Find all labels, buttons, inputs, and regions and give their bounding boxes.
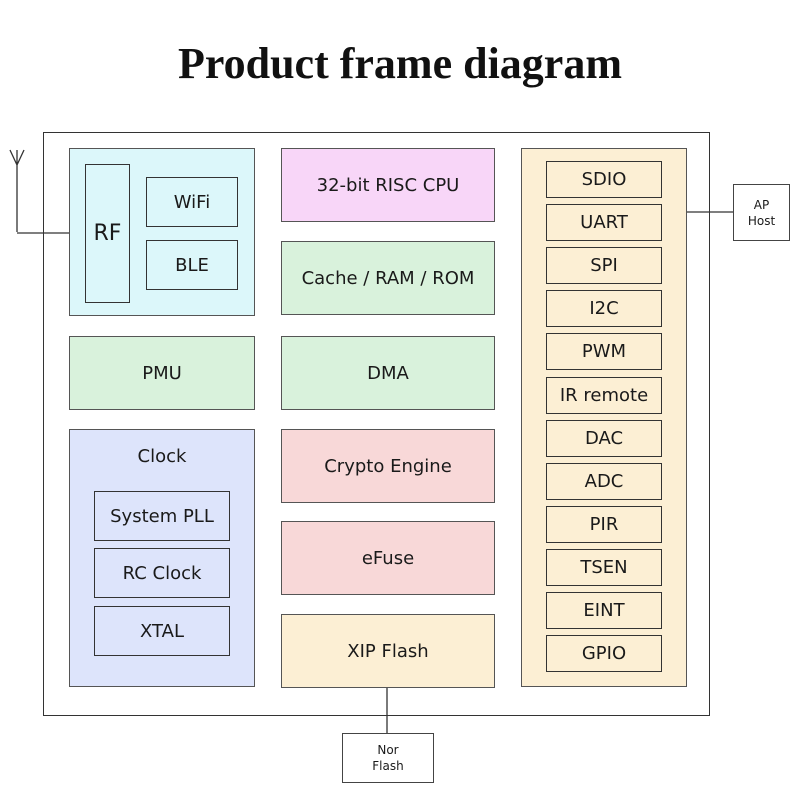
crypto-engine-block: Crypto Engine	[281, 429, 495, 503]
memory-block: Cache / RAM / ROM	[281, 241, 495, 315]
rf-label: RF	[93, 221, 122, 246]
wifi-label: WiFi	[173, 191, 211, 213]
ap-host-line1: AP	[753, 197, 770, 212]
wifi-block: WiFi	[146, 177, 238, 227]
peripheral-adc: ADC	[546, 462, 662, 500]
peripheral-label: IR remote	[559, 384, 649, 406]
crypto-engine-label: Crypto Engine	[324, 455, 452, 477]
peripheral-pir: PIR	[546, 505, 662, 543]
peripheral-uart: UART	[546, 204, 662, 242]
cpu-label: 32-bit RISC CPU	[316, 174, 460, 196]
peripheral-sdio: SDIO	[546, 161, 662, 198]
peripheral-label: EINT	[583, 600, 625, 621]
peripheral-label: ADC	[584, 470, 624, 492]
peripheral-label: SDIO	[581, 169, 627, 190]
efuse-label: eFuse	[361, 547, 415, 569]
peripheral-i2c: I2C	[546, 290, 662, 328]
peripheral-label: SPI	[590, 255, 618, 277]
memory-label: Cache / RAM / ROM	[301, 267, 475, 289]
rc-clock-block: RC Clock	[94, 548, 230, 598]
peripheral-spi: SPI	[546, 247, 662, 285]
rc-clock-label: RC Clock	[122, 562, 202, 584]
ble-label: BLE	[175, 254, 209, 276]
peripheral-gpio: GPIO	[546, 635, 662, 673]
peripheral-pwm: PWM	[546, 333, 662, 371]
antenna-icon	[9, 149, 25, 232]
system-pll-block: System PLL	[94, 491, 230, 541]
peripheral-tsen: TSEN	[546, 548, 662, 586]
diagram-title: Product frame diagram	[178, 39, 622, 88]
peripheral-label: DAC	[584, 427, 624, 449]
peripheral-label: I2C	[589, 298, 619, 320]
pmu-block: PMU	[69, 336, 255, 410]
peripheral-label: PIR	[589, 513, 619, 535]
dma-label: DMA	[367, 362, 409, 384]
peripheral-dac: DAC	[546, 419, 662, 457]
xip-flash-block: XIP Flash	[281, 614, 495, 688]
nor-flash-line1: Nor	[377, 743, 399, 757]
pmu-label: PMU	[142, 362, 182, 384]
peripheral-label: TSEN	[580, 556, 628, 578]
peripheral-label: PWM	[581, 341, 627, 363]
rf-block: RF	[85, 164, 130, 303]
cpu-block: 32-bit RISC CPU	[281, 148, 495, 222]
peripheral-label: UART	[580, 212, 628, 234]
chip-frame	[43, 132, 710, 716]
xip-flash-label: XIP Flash	[347, 640, 429, 662]
nor-flash-line2: Flash	[372, 759, 404, 773]
efuse-block: eFuse	[281, 521, 495, 595]
dma-block: DMA	[281, 336, 495, 410]
peripheral-eint: EINT	[546, 592, 662, 629]
xtal-block: XTAL	[94, 606, 230, 656]
ble-block: BLE	[146, 240, 238, 290]
ap-host-line2: Host	[747, 213, 776, 228]
xtal-label: XTAL	[140, 620, 184, 642]
clock-label: Clock	[137, 446, 187, 467]
peripheral-label: GPIO	[581, 643, 627, 665]
peripheral-ir-remote: IR remote	[546, 376, 662, 414]
system-pll-label: System PLL	[110, 505, 214, 527]
